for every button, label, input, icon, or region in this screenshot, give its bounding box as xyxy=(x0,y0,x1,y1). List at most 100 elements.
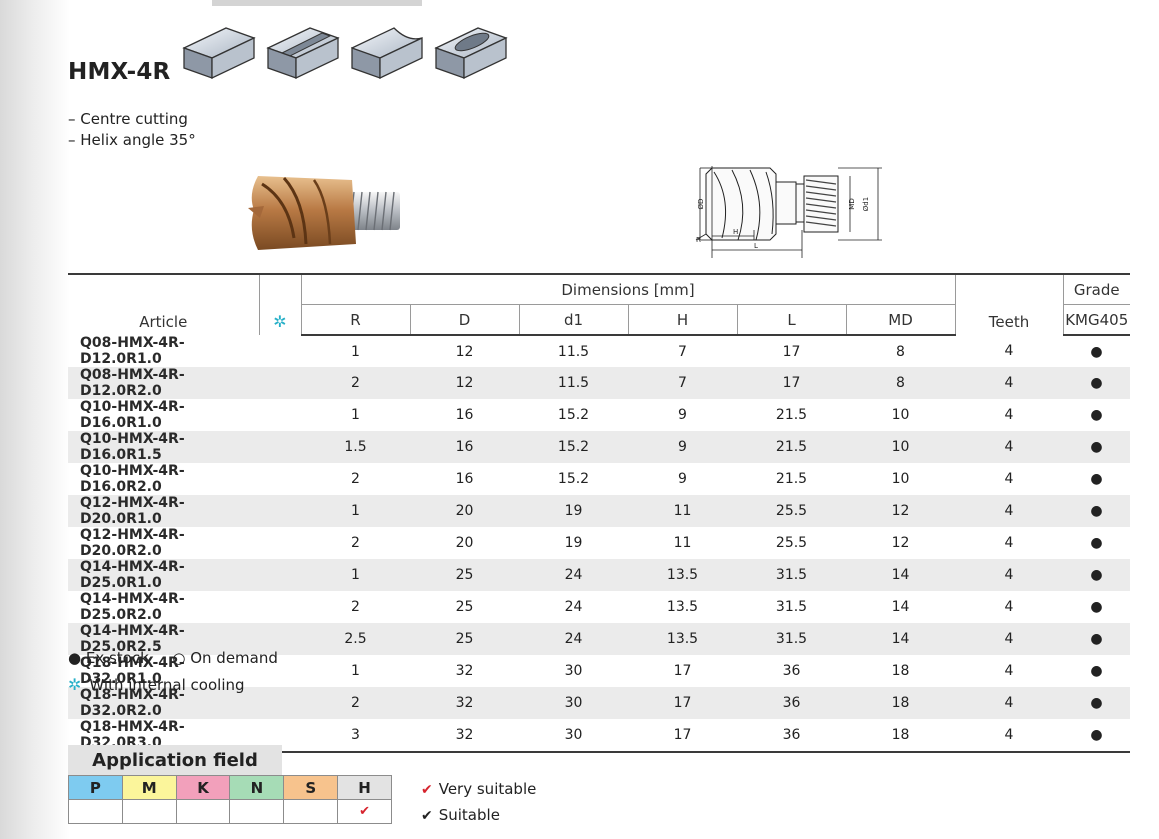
cell-h: 7 xyxy=(628,367,737,399)
header-tab xyxy=(212,0,422,6)
cell-r: 2 xyxy=(351,535,360,551)
cell-article: Q14-HMX-4R-D25.0R2.0 xyxy=(80,591,185,623)
application-field-title: Application field xyxy=(68,745,282,775)
cell-d1: 15.2 xyxy=(557,471,590,487)
svg-text:ØD: ØD xyxy=(697,199,705,210)
ex-stock-legend: ● Ex stock xyxy=(68,649,149,667)
cell-article: Q12-HMX-4R-D20.0R2.0 xyxy=(80,527,185,559)
cell-d1: 11.5 xyxy=(557,343,590,360)
face-milling-icon xyxy=(182,27,256,80)
cell-h: 17 xyxy=(673,663,692,679)
cell-cooling xyxy=(259,623,301,655)
cell-l: 25.5 xyxy=(737,495,846,527)
cell-d: 25 xyxy=(410,623,519,655)
cell-md: 12 xyxy=(891,535,910,551)
article-header: Article xyxy=(68,273,259,335)
cell-md: 10 xyxy=(846,431,955,463)
cell-article: Q10-HMX-4R-D16.0R2.0 xyxy=(80,463,185,495)
cell-teeth: 4 xyxy=(955,719,1063,753)
cell-grade: ● xyxy=(1063,687,1130,719)
cell-l: 31.5 xyxy=(737,559,846,591)
cell-l: 36 xyxy=(737,687,846,719)
check-red-icon: ✔ xyxy=(421,782,433,798)
machining-icons xyxy=(182,27,508,80)
cell-article: Q18-HMX-4R-D32.0R2.0 xyxy=(68,687,259,719)
suitability-mark-n xyxy=(229,799,285,824)
spec-table: Article ✲ Dimensions [mm] Teeth Grade R … xyxy=(68,273,1130,753)
cell-r: 2 xyxy=(351,471,360,487)
cell-r: 1 xyxy=(351,407,360,423)
cell-teeth: 4 xyxy=(955,559,1063,591)
suitability-mark-p xyxy=(68,799,123,824)
svg-text:L: L xyxy=(754,242,758,250)
cell-d1: 19 xyxy=(519,495,628,527)
cell-md: 14 xyxy=(891,599,910,615)
cell-article: Q18-HMX-4R-D32.0R1.0 xyxy=(80,655,185,687)
cell-l: 25.5 xyxy=(775,535,808,551)
cell-h: 9 xyxy=(678,407,687,423)
stock-legend: ● Ex stock ○ On demand ✲With internal co… xyxy=(68,646,278,698)
cell-teeth: 4 xyxy=(1004,535,1014,551)
suitability-mark-m xyxy=(121,799,177,824)
cell-h: 13.5 xyxy=(666,599,699,615)
cell-md: 18 xyxy=(891,663,910,679)
cell-h: 17 xyxy=(628,719,737,753)
cell-teeth: 4 xyxy=(955,431,1063,463)
svg-text:Ød1: Ød1 xyxy=(862,197,870,211)
cell-md: 14 xyxy=(846,623,955,655)
cell-article: Q12-HMX-4R-D20.0R1.0 xyxy=(68,495,259,527)
feature-item: – Centre cutting xyxy=(68,110,188,128)
slotting-icon xyxy=(266,27,340,80)
material-s: S xyxy=(283,775,339,800)
cell-r: 2 xyxy=(301,367,410,399)
cell-r: 1 xyxy=(351,663,360,679)
cell-cooling xyxy=(259,399,301,431)
col-header-md: MD xyxy=(845,304,955,336)
material-k: K xyxy=(175,775,231,800)
cell-h: 9 xyxy=(678,471,687,487)
cell-r: 3 xyxy=(301,719,410,753)
cell-l: 31.5 xyxy=(737,623,846,655)
cell-h: 13.5 xyxy=(628,559,737,591)
cell-teeth: 4 xyxy=(955,687,1063,719)
feature-item: – Helix angle 35° xyxy=(68,131,196,149)
suitability-mark-k xyxy=(175,799,231,824)
cell-d1: 11.5 xyxy=(519,367,628,399)
cell-cooling xyxy=(259,495,301,527)
cell-md: 8 xyxy=(846,367,955,399)
material-n: N xyxy=(229,775,285,800)
cooling-legend: With internal cooling xyxy=(89,676,245,694)
cell-article: Q14-HMX-4R-D25.0R1.0 xyxy=(68,559,259,591)
cell-md: 10 xyxy=(891,471,910,487)
tool-photo xyxy=(248,176,400,250)
svg-text:H: H xyxy=(733,228,738,236)
cell-d: 25 xyxy=(410,559,519,591)
dimensions-header: Dimensions [mm] xyxy=(300,273,955,305)
cell-d: 20 xyxy=(455,535,474,551)
cell-cooling xyxy=(259,559,301,591)
cell-h: 11 xyxy=(628,495,737,527)
cell-cooling xyxy=(259,335,301,367)
suitability-legend: ✔Very suitable ✔Suitable xyxy=(421,777,536,829)
cell-grade: ● xyxy=(1063,431,1130,463)
cell-teeth: 4 xyxy=(955,495,1063,527)
cell-r: 1 xyxy=(351,343,360,360)
cell-grade: ● xyxy=(1090,471,1103,487)
cell-d1: 24 xyxy=(519,559,628,591)
cell-grade: ● xyxy=(1063,495,1130,527)
cell-grade: ● xyxy=(1063,719,1130,753)
svg-text:R: R xyxy=(696,236,701,244)
cell-d: 32 xyxy=(410,687,519,719)
cell-l: 21.5 xyxy=(775,471,808,487)
cell-md: 18 xyxy=(846,687,955,719)
snowflake-icon: ✲ xyxy=(273,312,287,331)
col-header-h: H xyxy=(627,304,737,336)
cell-grade: ● xyxy=(1090,343,1103,360)
